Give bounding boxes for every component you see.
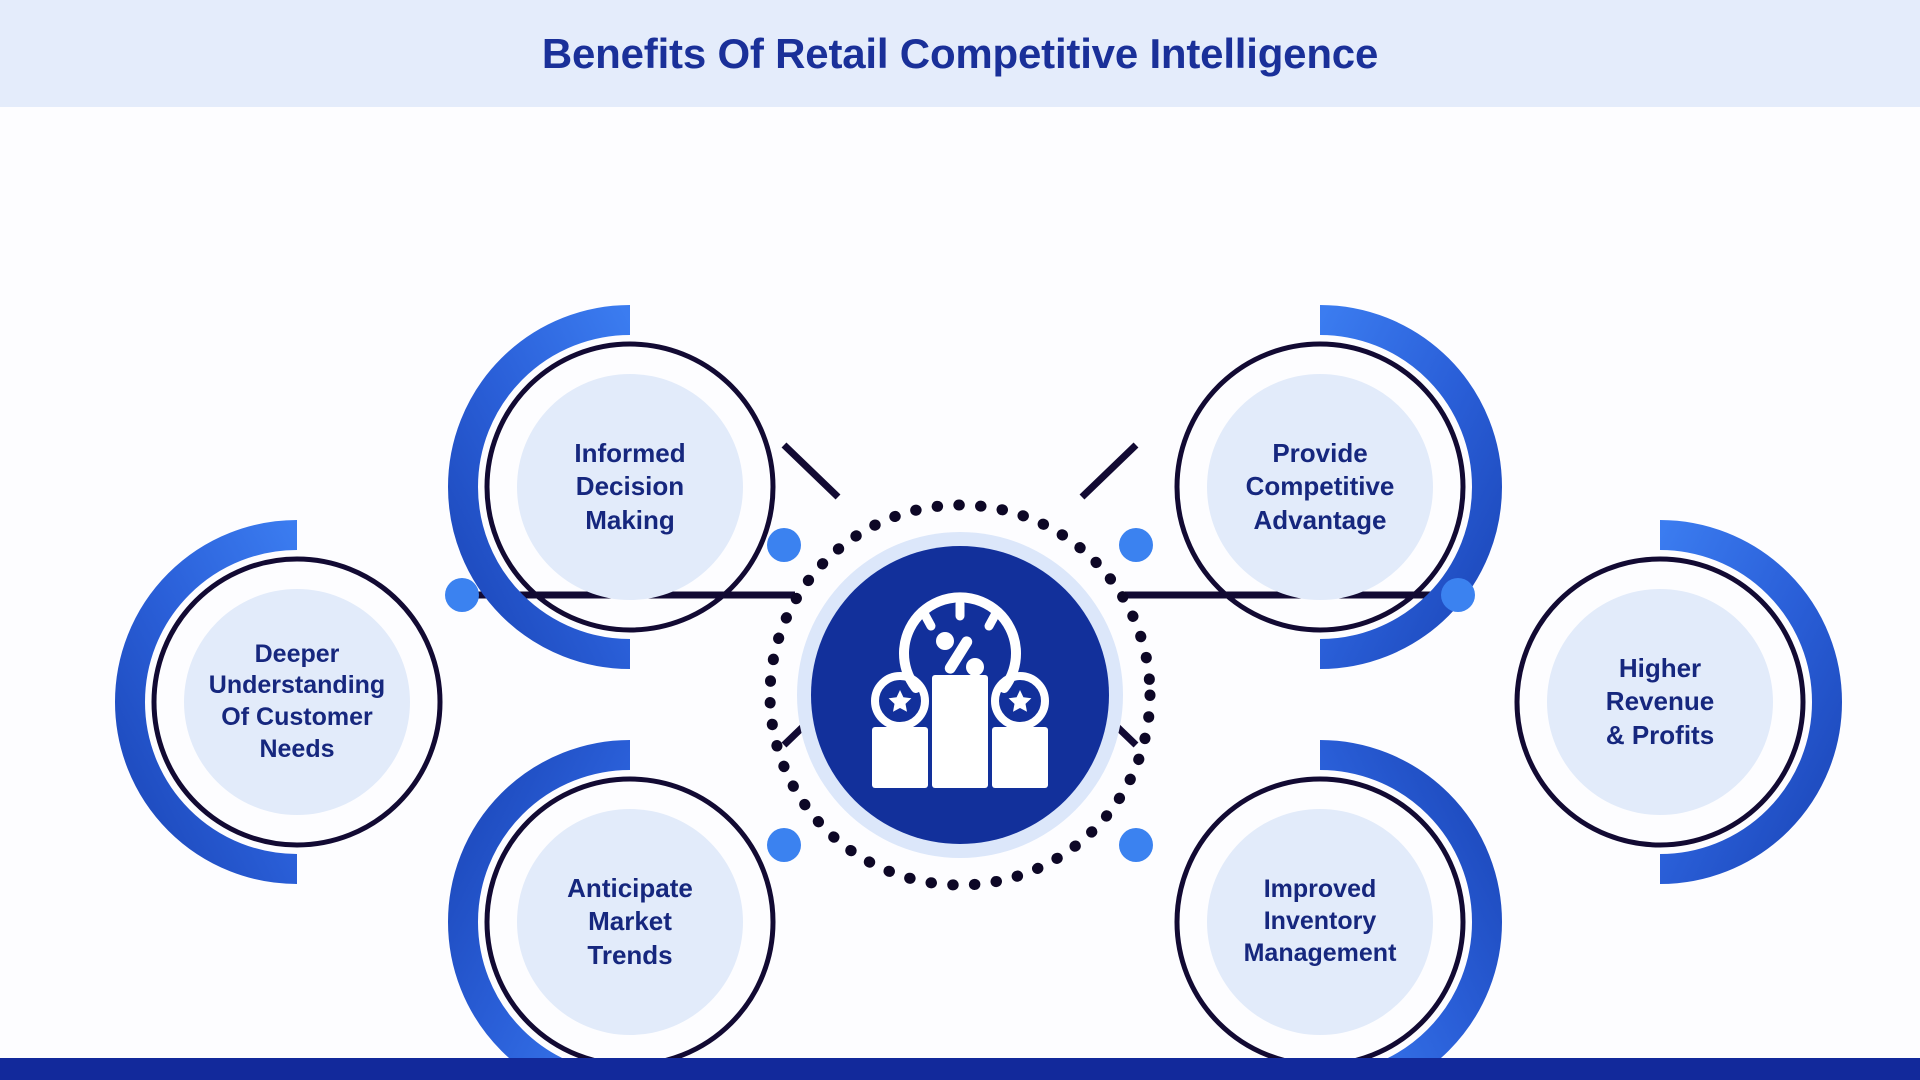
connector-dot-top-left (767, 528, 801, 562)
header-band (0, 0, 1920, 107)
connector-dot-bottom-right (1119, 828, 1153, 862)
node-higher-revenue-and-profits[interactable] (1441, 520, 1842, 884)
diagram-stage: Deeper Understanding Of Customer Needs I… (0, 107, 1920, 1058)
node-anticipate-market-trends[interactable] (448, 740, 801, 1058)
podium-percent-icon (871, 592, 1049, 788)
connector-dot-bottom-left (767, 828, 801, 862)
node-informed-decision-making[interactable] (448, 305, 801, 669)
hub-dotted-ring (764, 499, 1156, 891)
connector-dot-left (445, 578, 479, 612)
diagram-svg (115, 305, 1842, 1058)
center-hub[interactable] (764, 499, 1156, 891)
connector-dot-right (1441, 578, 1475, 612)
node-provide-competitive-advantage[interactable] (1119, 305, 1502, 669)
page-title: Benefits Of Retail Competitive Intellige… (541, 29, 1379, 77)
footer-bar (0, 1058, 1920, 1080)
node-deeper-understanding-of-customer-needs[interactable] (115, 520, 479, 884)
node-improved-inventory-management[interactable] (1119, 740, 1502, 1058)
connector-dot-top-right (1119, 528, 1153, 562)
